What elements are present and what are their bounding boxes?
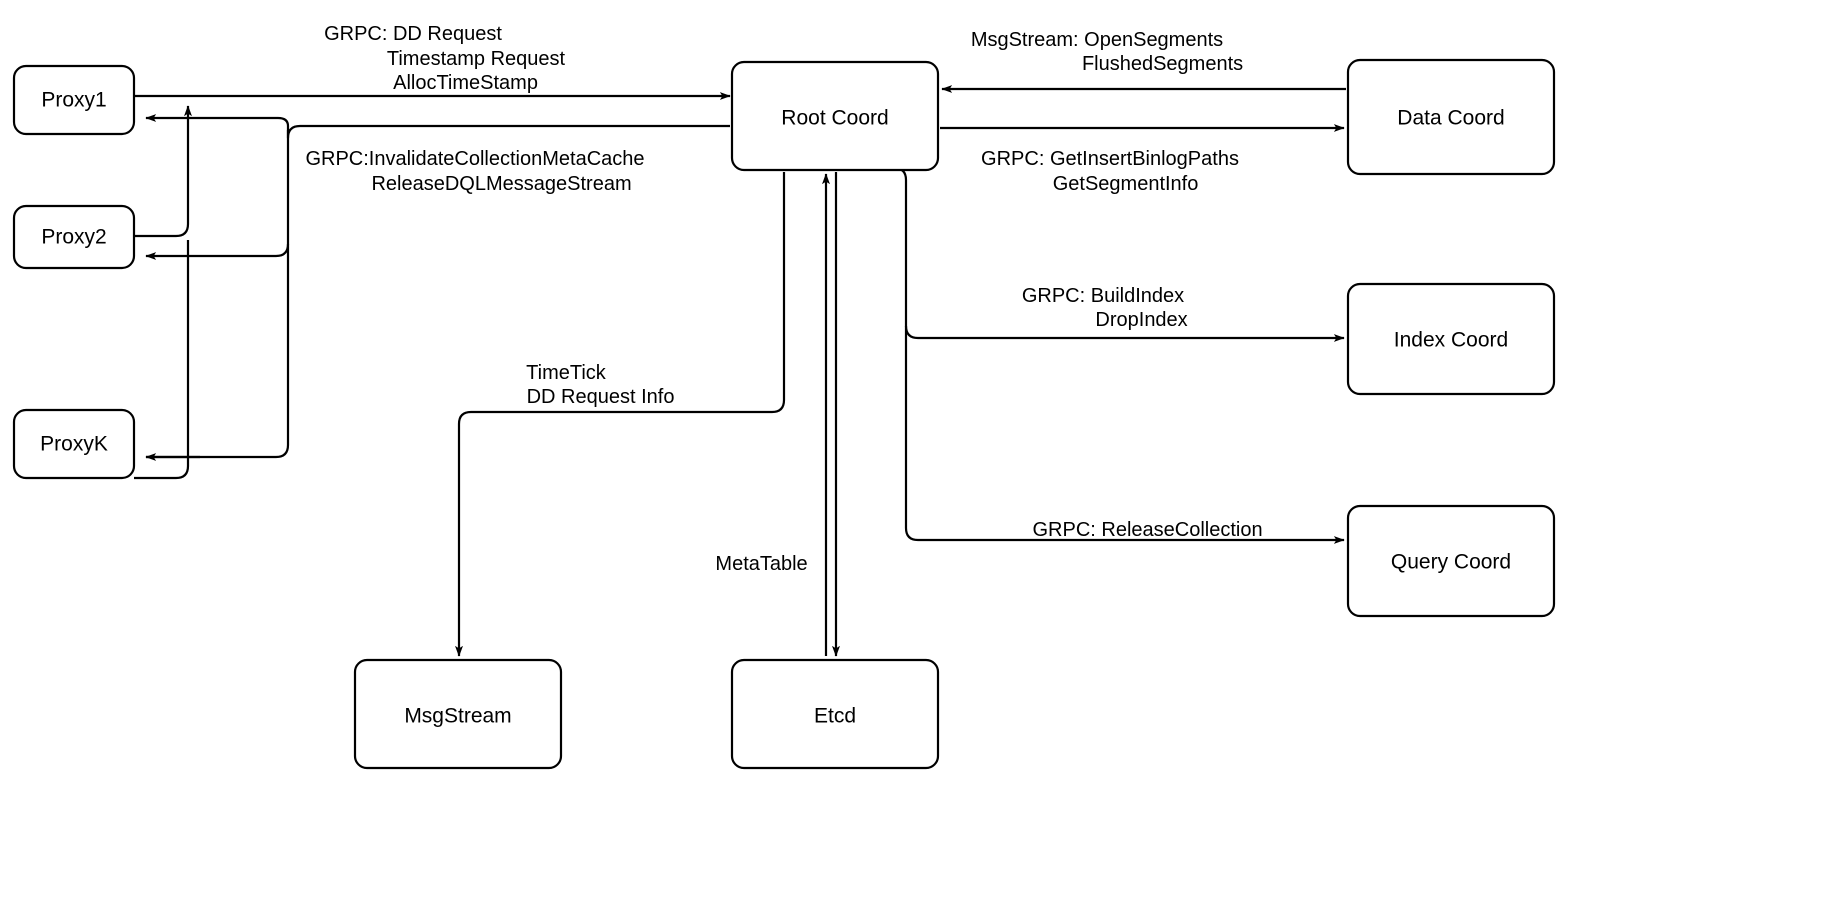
edge-rootcoord-to-proxy1	[145, 114, 730, 140]
node-proxyk[interactable]: ProxyK	[12, 408, 136, 480]
edge-proxy2-riser	[134, 105, 192, 238]
node-indexcoord-label: Index Coord	[1394, 329, 1508, 352]
edge-rootcoord-to-msgstream	[455, 172, 786, 657]
edge-label-rootcoord-etcd: MetaTable	[0, 0, 847, 575]
node-querycoord[interactable]: Query Coord	[1346, 504, 1556, 618]
edge-label-layer: GRPC: DD Request Timestamp Request Alloc…	[0, 0, 1302, 575]
node-indexcoord[interactable]: Index Coord	[1346, 282, 1556, 396]
edge-proxyk-riser	[134, 240, 190, 480]
edge-return-bus	[146, 130, 290, 459]
node-proxy1-rect[interactable]	[12, 64, 136, 136]
edge-rootcoord-south-bus	[893, 166, 908, 528]
node-etcd-rect[interactable]	[730, 658, 940, 770]
node-datacoord[interactable]: Data Coord	[1346, 58, 1556, 176]
node-rootcoord-rect[interactable]	[730, 60, 940, 172]
edge-label-rootcoord-to-querycoord: GRPC: ReleaseCollection	[0, 0, 1302, 541]
node-msgstream[interactable]: MsgStream	[353, 658, 563, 770]
node-msgstream-rect[interactable]	[353, 658, 563, 770]
edge-return-branch-proxy2	[145, 243, 290, 260]
node-proxy2-rect[interactable]	[12, 204, 136, 270]
node-querycoord-label: Query Coord	[1391, 551, 1511, 574]
node-proxy1[interactable]: Proxy1	[12, 64, 136, 136]
node-querycoord-rect[interactable]	[1346, 504, 1556, 618]
edge-label-proxy-to-rootcoord: GRPC: DD Request Timestamp Request Alloc…	[0, 0, 615, 94]
node-proxy2-label: Proxy2	[41, 226, 106, 249]
node-proxyk-label: ProxyK	[40, 433, 108, 456]
node-msgstream-label: MsgStream	[404, 705, 511, 728]
node-datacoord-rect[interactable]	[1346, 58, 1556, 176]
node-etcd[interactable]: Etcd	[730, 658, 940, 770]
node-rootcoord-label: Root Coord	[781, 107, 888, 130]
node-datacoord-label: Data Coord	[1397, 107, 1504, 130]
edge-label-rootcoord-to-indexcoord: GRPC: BuildIndex DropIndex	[0, 0, 1234, 331]
edge-layer	[134, 85, 1346, 657]
node-rootcoord[interactable]: Root Coord	[730, 60, 940, 172]
node-proxy1-label: Proxy1	[41, 89, 106, 112]
node-indexcoord-rect[interactable]	[1346, 282, 1556, 396]
edge-label-rootcoord-to-datacoord: GRPC: GetInsertBinlogPaths GetSegmentInf…	[0, 0, 1289, 195]
edge-label-datacoord-to-rootcoord: MsgStream: OpenSegments FlushedSegments	[0, 0, 1282, 75]
node-proxyk-rect[interactable]	[12, 408, 136, 480]
edge-label-rootcoord-to-proxies: GRPC:InvalidateCollectionMetaCache Relea…	[0, 0, 695, 195]
edge-label-rootcoord-to-msgstream: TimeTick DD Request Info	[0, 0, 713, 408]
edge-rootcoord-to-querycoord	[904, 527, 1345, 544]
node-etcd-label: Etcd	[814, 705, 856, 728]
node-proxy2[interactable]: Proxy2	[12, 204, 136, 270]
edge-rootcoord-to-indexcoord	[904, 325, 1345, 342]
